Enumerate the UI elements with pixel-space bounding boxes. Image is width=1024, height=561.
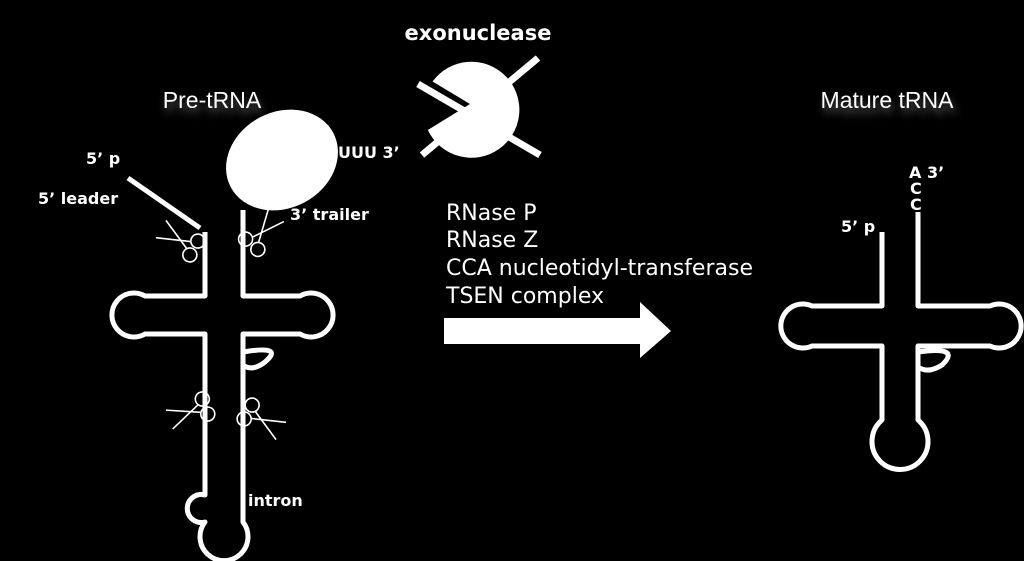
scissors-icon xyxy=(236,397,287,441)
variable-loop xyxy=(916,348,951,373)
pre-trna-cloverleaf xyxy=(109,210,336,561)
pre-trna-title: Pre-tRNA xyxy=(163,87,262,113)
enzyme-item: RNase P xyxy=(446,201,536,226)
enzyme-item: TSEN complex xyxy=(445,284,604,309)
mature-trna-structure xyxy=(778,212,1024,472)
mature-five-p-label: 5’ p xyxy=(841,217,875,236)
c-label: C xyxy=(910,179,922,198)
intron-label: intron xyxy=(248,491,303,510)
trailer-blob xyxy=(226,109,338,211)
pre-five-p-label: 5’ p xyxy=(86,149,120,168)
enzyme-list: RNase P RNase Z CCA nucleotidyl-transfer… xyxy=(445,201,753,309)
c-label: C xyxy=(910,195,922,214)
pre-trna-structure xyxy=(109,109,338,561)
scissors-icon xyxy=(155,219,206,263)
mature-trna-cloverleaf xyxy=(778,212,1024,472)
enzyme-item: RNase Z xyxy=(446,228,538,253)
a-three-label: A 3’ xyxy=(909,163,944,182)
five-leader-label: 5’ leader xyxy=(38,189,118,208)
three-trailer-label: 3’ trailer xyxy=(290,205,369,224)
five-leader-strand xyxy=(126,175,202,231)
pacman-enzyme-icon xyxy=(416,55,542,159)
variable-loop xyxy=(241,347,274,371)
scissors-icon xyxy=(165,391,216,430)
scissors-icon xyxy=(237,208,285,258)
enzyme-item: CCA nucleotidyl-transferase xyxy=(446,256,753,281)
uuu-three-label: UUU 3’ xyxy=(338,143,400,162)
exonuclease-label: exonuclease xyxy=(405,21,552,45)
arrow-right-icon xyxy=(444,302,671,358)
mature-trna-title: Mature tRNA xyxy=(821,87,955,113)
